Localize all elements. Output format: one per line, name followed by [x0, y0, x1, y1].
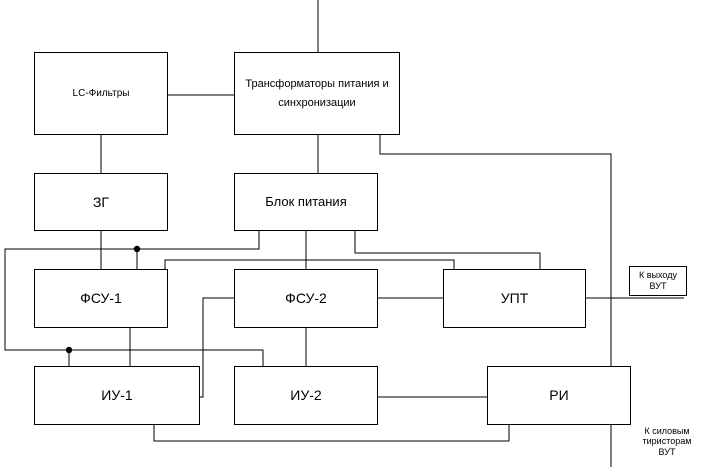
output-label-line1: К выходу	[639, 270, 677, 281]
block-transformers: Трансформаторы питания и синхронизации	[234, 52, 400, 135]
block-zg: ЗГ	[34, 173, 168, 231]
block-fsu2: ФСУ-2	[234, 269, 378, 328]
wire-transformers-thyristors	[379, 135, 612, 467]
block-label-line2: синхронизации	[278, 96, 356, 109]
block-iu2: ИУ-2	[234, 366, 378, 425]
output-label-line2: ВУТ	[649, 281, 667, 291]
block-power-unit: Блок питания	[234, 173, 378, 231]
wire-power-left-loop	[4, 231, 264, 366]
block-iu1: ИУ-1	[34, 366, 200, 425]
junction-dot	[65, 346, 73, 354]
block-label: Блок питания	[265, 194, 347, 210]
thyristors-label-line2: тиристорам	[642, 436, 692, 447]
thyristors-label-line1: К силовым	[644, 426, 690, 436]
thyristors-label: К силовым тиристорам ВУТ	[636, 426, 698, 457]
wire-iu1-ri-bottom	[153, 425, 510, 442]
block-label: LC-Фильтры	[72, 87, 130, 99]
wire-power-upt	[354, 231, 541, 269]
block-upt: УПТ	[443, 269, 586, 328]
output-label-box: К выходу ВУТ	[629, 266, 687, 296]
block-fsu1: ФСУ-1	[34, 269, 168, 328]
junction-dot	[133, 245, 141, 253]
wire-supply-bus	[164, 259, 455, 269]
thyristors-label-line3: ВУТ	[658, 446, 676, 457]
block-label-line1: Трансформаторы питания и	[245, 77, 389, 90]
block-label: ИУ-1	[101, 387, 133, 404]
block-label: ФСУ-1	[80, 290, 122, 307]
wire-fsu2-iu1	[200, 297, 234, 398]
block-label: ЗГ	[92, 193, 110, 210]
block-label: ИУ-2	[290, 387, 322, 404]
block-label: ФСУ-2	[285, 290, 327, 307]
block-label: УПТ	[500, 290, 529, 307]
block-lc-filters: LC-Фильтры	[34, 52, 168, 135]
block-ri: РИ	[487, 366, 631, 425]
block-label: РИ	[549, 387, 569, 404]
